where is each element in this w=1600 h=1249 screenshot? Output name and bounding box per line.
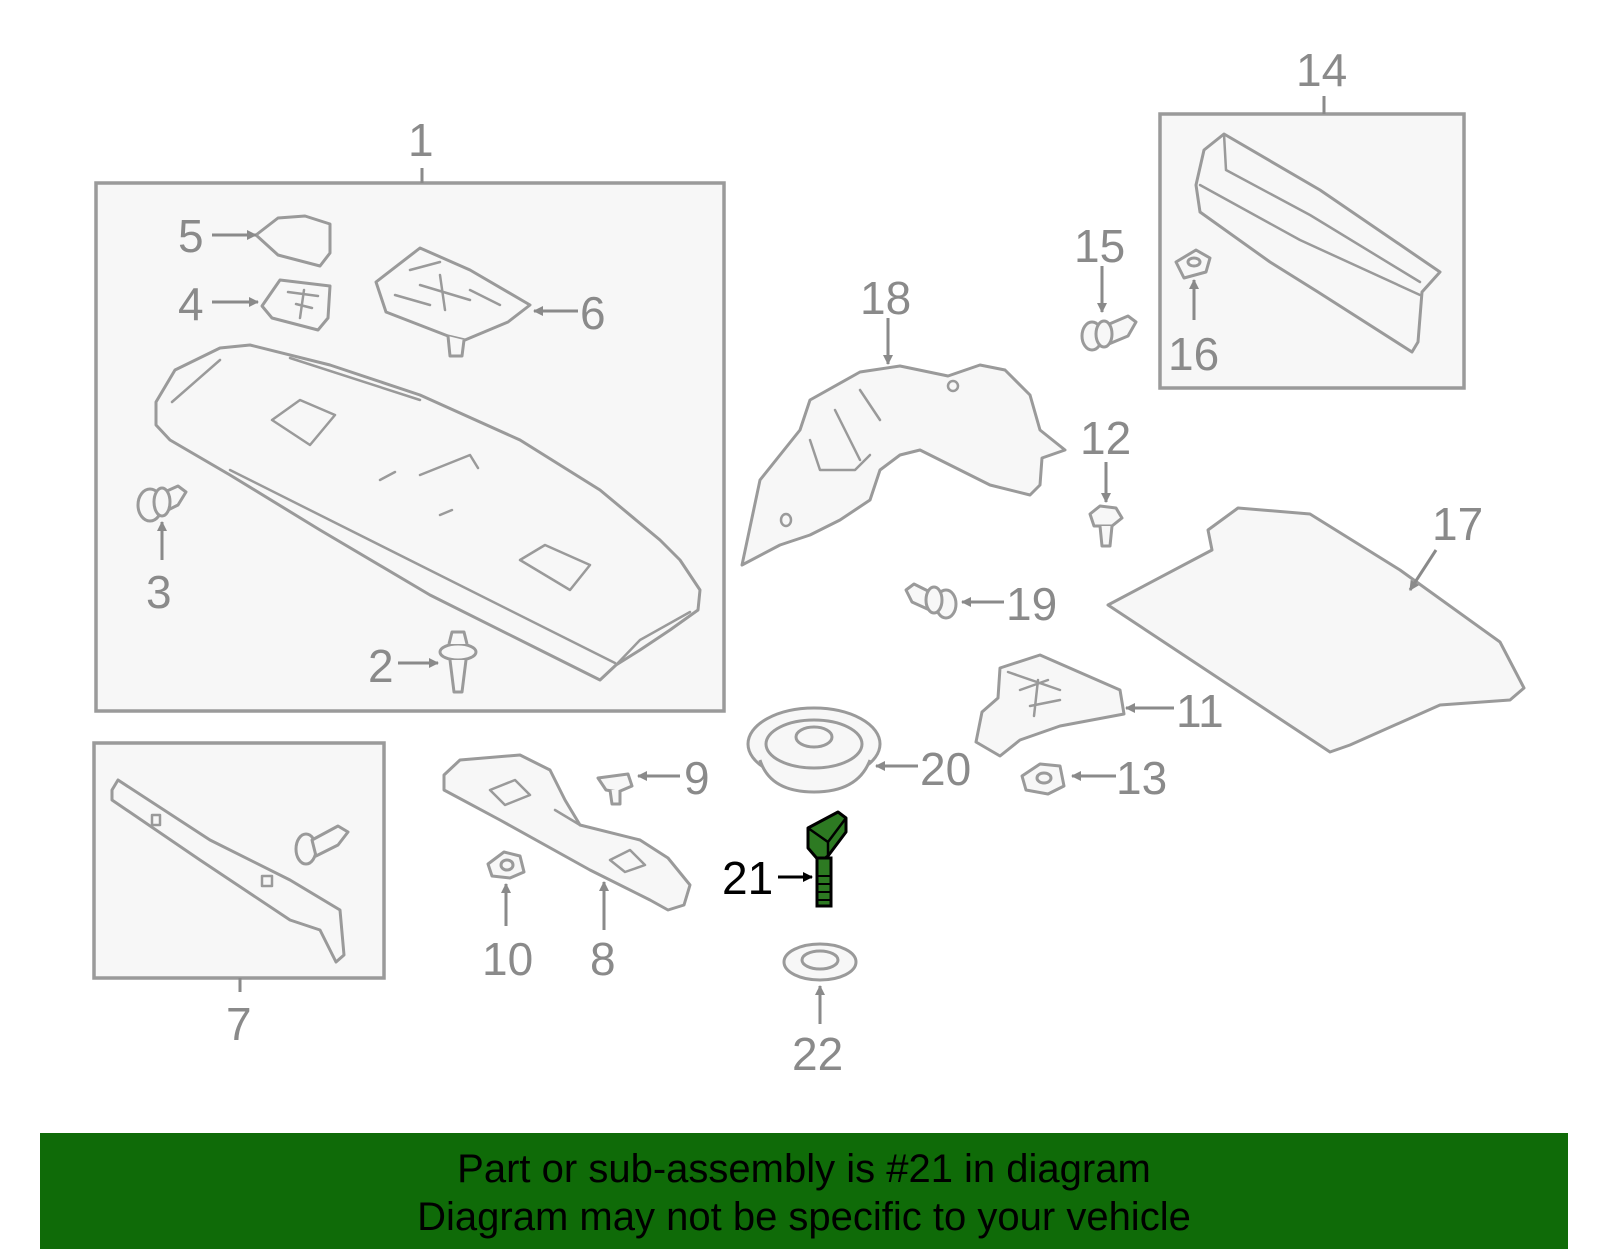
callout-12[interactable]: 12 bbox=[1080, 412, 1131, 464]
part-2-push-pin[interactable] bbox=[438, 630, 478, 694]
part-5[interactable] bbox=[254, 214, 332, 268]
callout-9[interactable]: 9 bbox=[684, 752, 710, 804]
part-10-nut[interactable] bbox=[486, 850, 526, 880]
callout-21[interactable]: 21 bbox=[722, 852, 773, 904]
part-17-trunk-floor-mat[interactable] bbox=[1106, 506, 1526, 754]
callout-13[interactable]: 13 bbox=[1116, 752, 1167, 804]
callout-8[interactable]: 8 bbox=[590, 933, 616, 985]
callout-19[interactable]: 19 bbox=[1006, 578, 1057, 630]
callout-10[interactable]: 10 bbox=[482, 933, 533, 985]
callout-5[interactable]: 5 bbox=[178, 210, 204, 262]
callout-18[interactable]: 18 bbox=[860, 272, 911, 324]
info-banner: Part or sub-assembly is #21 in diagram D… bbox=[40, 1133, 1568, 1249]
package-tray-panel bbox=[154, 343, 702, 682]
callout-22[interactable]: 22 bbox=[792, 1028, 843, 1080]
callout-16[interactable]: 16 bbox=[1168, 328, 1219, 380]
part-8[interactable] bbox=[442, 753, 692, 912]
callout-14[interactable]: 14 bbox=[1296, 44, 1347, 96]
part-9-clip[interactable] bbox=[596, 772, 634, 806]
part-4[interactable] bbox=[260, 278, 332, 332]
callout-2[interactable]: 2 bbox=[368, 640, 394, 692]
part-18[interactable] bbox=[740, 363, 1067, 567]
part-16-clip[interactable] bbox=[1174, 248, 1212, 280]
part-6[interactable] bbox=[374, 246, 532, 358]
banner-line-1: Part or sub-assembly is #21 in diagram bbox=[457, 1147, 1151, 1191]
part-20-spare-tire-cover[interactable] bbox=[746, 706, 882, 794]
part-3-clip[interactable] bbox=[136, 484, 188, 523]
callout-11[interactable]: 11 bbox=[1176, 685, 1224, 737]
part-11[interactable] bbox=[974, 653, 1126, 758]
callout-1[interactable]: 1 bbox=[408, 114, 434, 166]
part-14[interactable] bbox=[1194, 132, 1442, 354]
part-22-washer[interactable] bbox=[782, 942, 858, 982]
part-7[interactable] bbox=[110, 778, 350, 964]
part-12-push-pin[interactable] bbox=[1088, 504, 1124, 548]
callout-7[interactable]: 7 bbox=[226, 998, 252, 1050]
callout-17[interactable]: 17 bbox=[1432, 498, 1483, 550]
callout-6[interactable]: 6 bbox=[580, 287, 606, 339]
callout-3[interactable]: 3 bbox=[146, 566, 172, 618]
callout-4[interactable]: 4 bbox=[178, 278, 204, 330]
part-19-clip[interactable] bbox=[904, 582, 958, 620]
callout-20[interactable]: 20 bbox=[920, 743, 971, 795]
part-13-nut[interactable] bbox=[1020, 762, 1066, 796]
banner-line-2: Diagram may not be specific to your vehi… bbox=[417, 1195, 1191, 1239]
part-15-clip[interactable] bbox=[1080, 314, 1138, 352]
callout-15[interactable]: 15 bbox=[1074, 220, 1125, 272]
part-21-hold-down-bolt[interactable] bbox=[806, 810, 848, 908]
